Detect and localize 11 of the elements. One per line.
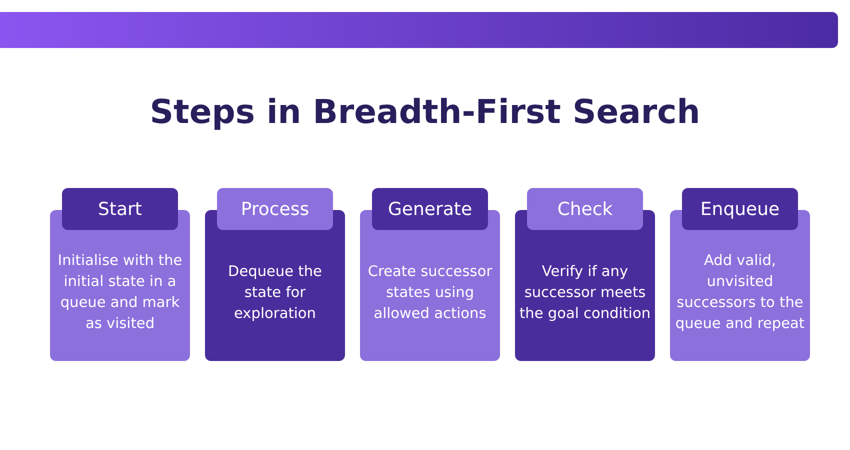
step-description: Add valid, unvisited successors to the queue and repeat [674,252,806,334]
title: Steps in Breadth-First Search [148,92,702,131]
step-description: Create successor states using allowed actions [366,262,494,324]
step-description: Verify if any successor meets the goal condition [519,262,651,324]
step-heading-tab: Generate [372,188,488,230]
step-description: Dequeue the state for exploration [227,262,323,324]
step-heading-tab: Start [62,188,178,230]
step-description: Initialise with the initial state in a queue and mark as visited [56,252,184,334]
step-heading-tab: Check [527,188,643,230]
step-heading-tab: Enqueue [682,188,798,230]
step-heading-tab: Process [217,188,333,230]
